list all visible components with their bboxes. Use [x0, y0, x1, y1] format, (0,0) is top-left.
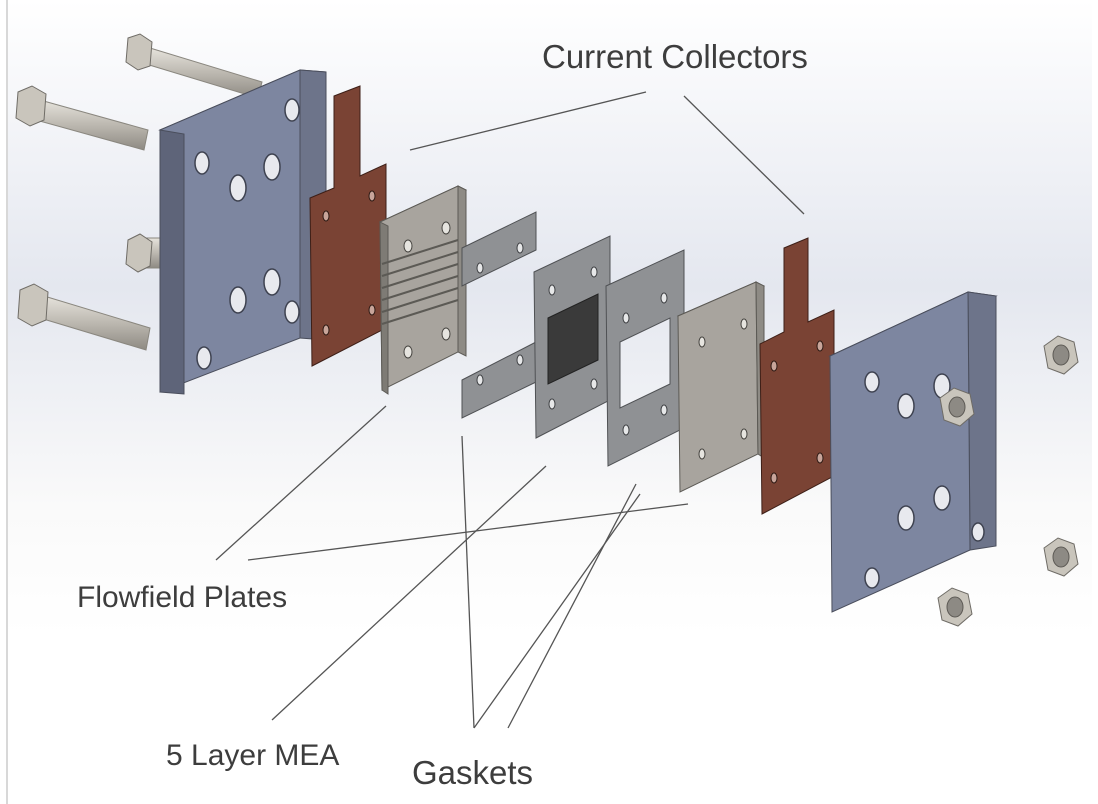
label-mea: 5 Layer MEA	[166, 739, 340, 772]
nut-2	[1043, 335, 1079, 375]
leader-ff-left	[215, 405, 387, 561]
leader-cc-right	[683, 95, 805, 215]
nut-1	[939, 387, 975, 427]
leader-ff-right	[247, 503, 689, 561]
leader-mea	[271, 465, 547, 721]
bolt-2	[15, 85, 149, 151]
bolt-1	[125, 33, 263, 99]
leader-gasket-left	[461, 435, 475, 729]
gasket-strip-upper	[461, 211, 537, 287]
bolt-4	[17, 283, 151, 351]
gasket-window	[605, 249, 685, 467]
flowfield-plate-left	[378, 185, 468, 395]
end-plate-right	[828, 291, 998, 613]
nut-3	[1043, 537, 1079, 577]
leader-gasket-right	[473, 493, 641, 729]
current-collector-left	[309, 85, 387, 367]
label-current-collectors: Current Collectors	[542, 38, 808, 75]
leader-gasket-mid	[507, 483, 637, 729]
leader-lines	[215, 91, 805, 729]
label-gaskets: Gaskets	[412, 754, 534, 791]
leader-cc-left	[409, 91, 647, 151]
nut-4	[937, 587, 973, 627]
end-plate-left	[158, 69, 327, 395]
bolt-3	[125, 233, 161, 273]
mea-five-layer	[533, 235, 611, 439]
current-collector-right	[759, 237, 835, 515]
label-flowfield-plates: Flowfield Plates	[77, 581, 288, 614]
gasket-strip-lower	[461, 341, 537, 419]
frame-border	[6, 0, 8, 804]
